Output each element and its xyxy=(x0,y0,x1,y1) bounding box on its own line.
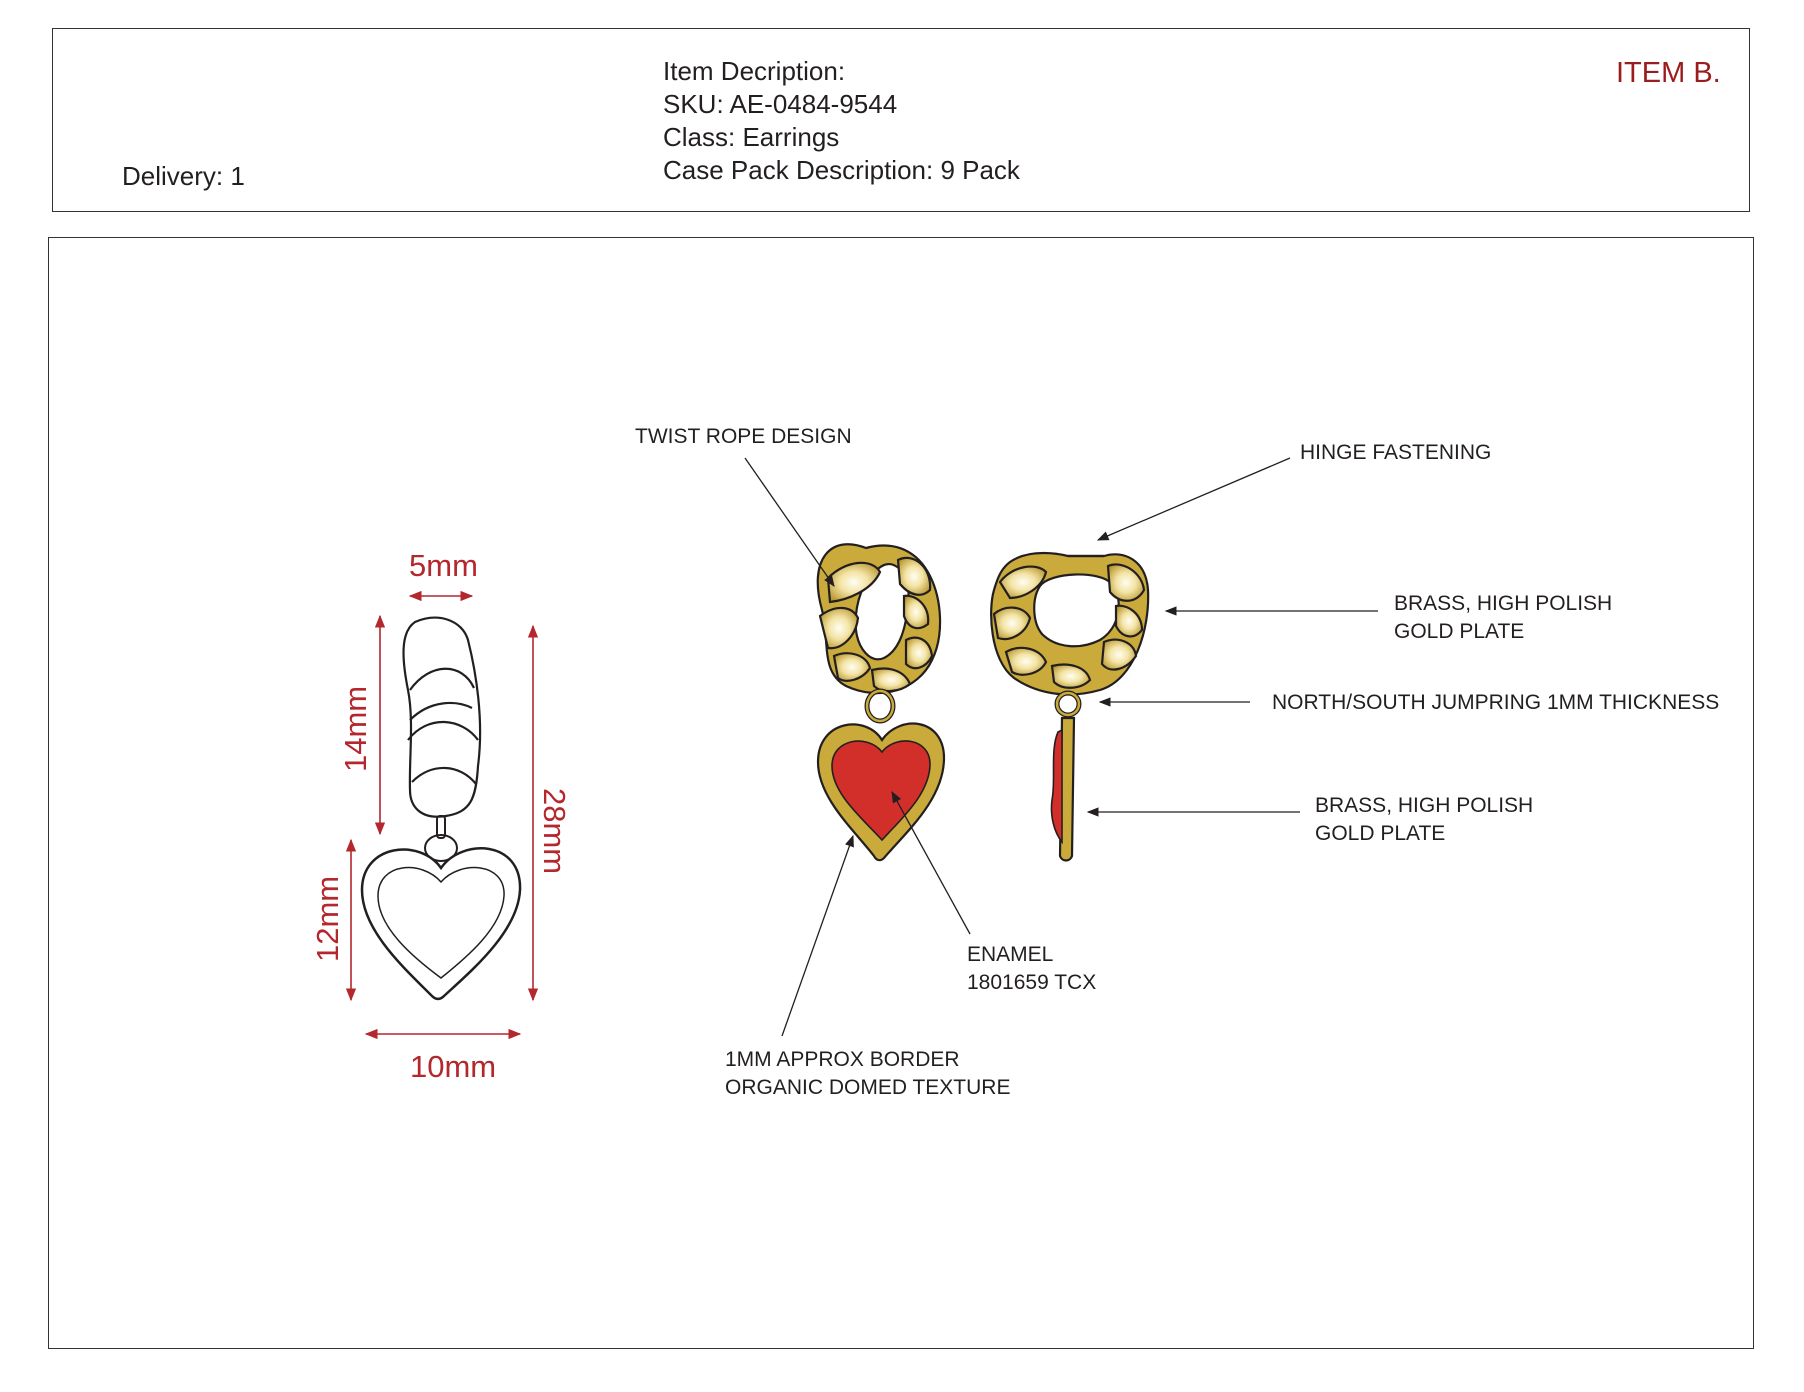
side-heart-enamel xyxy=(1050,728,1063,845)
front-twist-hoop xyxy=(816,543,942,695)
leader-border xyxy=(781,834,854,1037)
header-box: Item Decription: SKU: AE-0484-9544 Class… xyxy=(52,28,1750,212)
leader-hinge xyxy=(1096,457,1291,541)
callout-brass-2-line2: GOLD PLATE xyxy=(1315,822,1445,845)
callout-border-line2: ORGANIC DOMED TEXTURE xyxy=(725,1076,1010,1099)
sku-text: SKU: AE-0484-9544 xyxy=(663,89,898,119)
leader-enamel xyxy=(891,790,971,935)
callout-brass-2-line1: BRASS, HIGH POLISH xyxy=(1315,794,1533,817)
callout-brass-1-line2: GOLD PLATE xyxy=(1394,620,1524,643)
side-heart-profile xyxy=(1058,716,1076,862)
class-text: Class: Earrings xyxy=(663,122,840,152)
callout-hinge: HINGE FASTENING xyxy=(1300,441,1491,464)
callout-enamel-line2: 1801659 TCX xyxy=(967,971,1096,994)
dim-label-12mm: 12mm xyxy=(310,876,345,962)
dimension-lines xyxy=(345,590,539,1040)
item-description-label: Item Decription: xyxy=(663,56,846,86)
outline-jumpring xyxy=(424,815,458,862)
leader-twist-rope xyxy=(744,457,835,587)
front-view-earring xyxy=(816,543,946,862)
callout-jumpring: NORTH/SOUTH JUMPRING 1MM THICKNESS xyxy=(1272,691,1719,714)
spec-drawing-box xyxy=(48,237,1754,1349)
delivery-text: Delivery: 1 xyxy=(122,161,245,191)
outline-earring xyxy=(360,616,522,1001)
dim-label-5mm: 5mm xyxy=(409,548,478,583)
dim-label-10mm: 10mm xyxy=(410,1049,496,1084)
item-description-block: Item Decription: SKU: AE-0484-9544 Class… xyxy=(663,55,1020,187)
side-view-earring xyxy=(990,551,1150,862)
outline-heart xyxy=(360,847,522,1001)
callout-leaders xyxy=(744,457,1378,1037)
dim-label-14mm: 14mm xyxy=(338,686,373,772)
outline-twist-hoop xyxy=(402,616,482,818)
callout-brass-1-line1: BRASS, HIGH POLISH xyxy=(1394,592,1612,615)
callout-twist-rope: TWIST ROPE DESIGN xyxy=(635,425,852,448)
item-tag: ITEM B. xyxy=(1616,57,1721,89)
callout-border-line1: 1MM APPROX BORDER xyxy=(725,1048,960,1071)
dim-label-28mm: 28mm xyxy=(537,788,572,874)
callout-enamel-line1: ENAMEL xyxy=(967,943,1053,966)
case-pack-text: Case Pack Description: 9 Pack xyxy=(663,155,1020,185)
front-heart-enamel xyxy=(831,740,931,842)
side-twist-hoop xyxy=(990,551,1150,696)
